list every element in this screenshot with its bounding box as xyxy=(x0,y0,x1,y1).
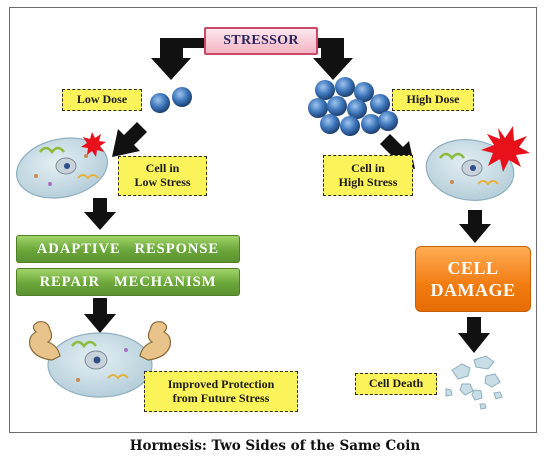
muscle-arm-right-icon xyxy=(139,321,171,361)
cell-damage-line2: DAMAGE xyxy=(430,280,516,300)
arrow-to-low-dose xyxy=(151,38,205,80)
arrow-damage-to-death xyxy=(458,317,490,353)
particle xyxy=(378,111,398,131)
particle xyxy=(308,98,328,118)
low-dose-particles xyxy=(150,87,192,113)
improved-protection-label: Improved Protection from Future Stress xyxy=(144,371,298,412)
adaptive-response-bar: ADAPTIVE RESPONSE xyxy=(16,235,240,263)
particle xyxy=(347,99,367,119)
high-stress-label: Cell in High Stress xyxy=(323,155,413,196)
arrow-cell-to-damage xyxy=(459,210,491,243)
particle xyxy=(354,82,374,102)
particle xyxy=(361,114,381,134)
particle xyxy=(370,94,390,114)
small-stress-burst xyxy=(81,132,106,157)
strong-cell-icon xyxy=(29,321,171,398)
low-stress-line2: Low Stress xyxy=(134,175,191,189)
particle xyxy=(172,87,192,107)
particle xyxy=(150,93,170,113)
arrow-cell-to-response xyxy=(84,198,116,230)
repair-mechanism-bar: REPAIR MECHANISM xyxy=(16,268,240,296)
right-cell-icon xyxy=(425,126,530,201)
cell-death-label: Cell Death xyxy=(355,373,437,395)
low-stress-line1: Cell in xyxy=(145,161,180,176)
high-stress-line1: Cell in xyxy=(351,160,385,175)
arrow-response-to-outcome xyxy=(84,298,116,333)
low-dose-label: Low Dose xyxy=(62,89,142,111)
particle xyxy=(340,116,360,136)
figure-caption: Hormesis: Two Sides of the Same Coin xyxy=(129,438,421,454)
particle xyxy=(327,96,347,116)
cell-damage-box: CELL DAMAGE xyxy=(415,246,531,312)
low-stress-label: Cell in Low Stress xyxy=(118,156,207,196)
improved-protection-line1: Improved Protection xyxy=(167,376,275,391)
large-stress-burst xyxy=(481,126,530,172)
particle xyxy=(315,80,335,100)
improved-protection-line2: from Future Stress xyxy=(172,390,270,405)
particle xyxy=(320,114,340,134)
high-dose-label: High Dose xyxy=(392,89,474,111)
left-cell-icon xyxy=(16,132,108,199)
arrow-to-high-dose xyxy=(313,38,353,80)
high-stress-line2: High Stress xyxy=(338,174,398,189)
muscle-arm-left-icon xyxy=(29,321,61,361)
high-dose-particles xyxy=(308,77,398,136)
stressor-box: STRESSOR xyxy=(204,27,318,55)
arrow-low-to-cell xyxy=(112,122,147,157)
cell-fragments-icon xyxy=(445,355,503,410)
particle xyxy=(335,77,355,97)
cell-damage-line1: CELL xyxy=(447,257,499,278)
